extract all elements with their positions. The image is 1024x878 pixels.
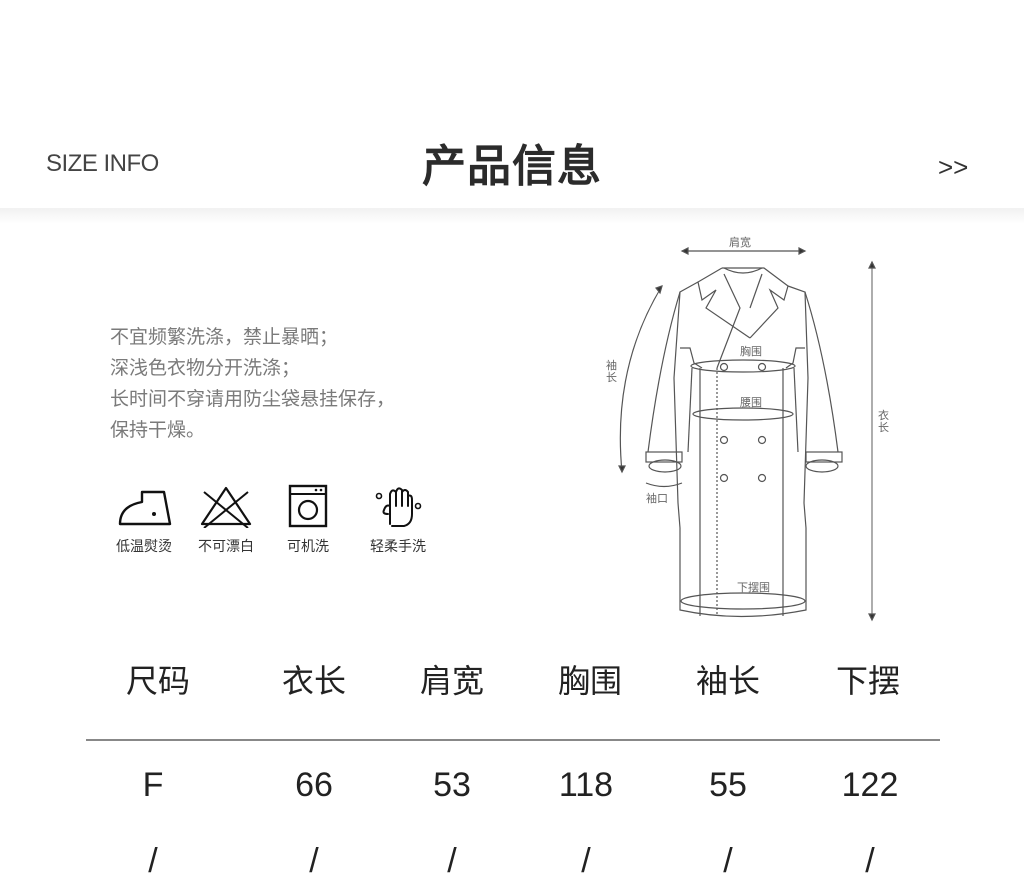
care-label: 轻柔手洗: [370, 539, 426, 555]
care-line: 长时间不穿请用防尘袋悬挂保存，: [110, 388, 396, 410]
cell-sleeve: /: [723, 842, 733, 878]
coat-outline-illustration: [618, 247, 876, 622]
header-size: 尺码: [125, 662, 190, 700]
care-line: 深浅色衣物分开洗涤；: [110, 357, 301, 379]
table-row: F 66 53 118 55 122: [86, 766, 940, 826]
care-line: 不宜频繁洗涤，禁止暴晒；: [110, 326, 339, 348]
care-line: 保持干燥。: [110, 419, 206, 441]
header-shoulder: 肩宽: [419, 662, 484, 700]
care-label: 可机洗: [287, 539, 329, 555]
header-chest: 胸围: [557, 662, 622, 700]
label-chest: 胸围: [740, 345, 762, 358]
hand-wash-icon: [375, 487, 422, 527]
table-header-row: 尺码 衣长 肩宽 胸围 袖长 下摆: [86, 650, 940, 741]
care-item-low-temp-iron: 低温熨烫: [104, 484, 184, 556]
care-icon-row: 低温熨烫 不可漂白 可机洗 轻柔手洗: [104, 484, 444, 574]
header-sleeve: 袖长: [695, 662, 760, 700]
label-sleeve-length: 袖长: [606, 359, 617, 384]
care-instructions: 不宜频繁洗涤，禁止暴晒； 深浅色衣物分开洗涤； 长时间不穿请用防尘袋悬挂保存， …: [110, 322, 395, 446]
cell-size: /: [148, 842, 158, 878]
size-info-label: SIZE INFO: [46, 150, 159, 177]
header-length: 衣长: [281, 662, 346, 700]
coat-measurement-diagram: 肩宽 胸围 腰围 袖长 袖口 下摆围 衣长: [600, 228, 900, 628]
cell-chest: 118: [558, 766, 614, 804]
low-temp-iron-icon: [118, 490, 172, 526]
no-bleach-icon: [200, 486, 252, 528]
header-band: SIZE INFO 产品信息 >>: [0, 0, 1024, 210]
cell-chest: /: [581, 842, 591, 878]
cell-sleeve: 55: [709, 766, 747, 804]
label-length: 衣长: [878, 409, 889, 434]
cell-size: F: [142, 766, 164, 804]
table-divider: [86, 739, 940, 741]
label-cuff: 袖口: [646, 492, 668, 505]
label-waist: 腰围: [740, 396, 762, 409]
care-item-machine-wash: 可机洗: [268, 484, 348, 556]
machine-wash-icon: [288, 484, 328, 528]
care-item-no-bleach: 不可漂白: [186, 484, 266, 556]
cell-shoulder: 53: [433, 766, 471, 804]
cell-hem: 122: [841, 766, 899, 804]
cell-length: 66: [295, 766, 333, 804]
cell-shoulder: /: [447, 842, 457, 878]
label-shoulder-width: 肩宽: [729, 236, 751, 249]
care-label: 不可漂白: [198, 539, 254, 555]
more-link[interactable]: >>: [938, 152, 969, 182]
header-hem: 下摆: [835, 662, 900, 700]
page-title: 产品信息: [422, 141, 602, 192]
care-item-hand-wash: 轻柔手洗: [358, 484, 438, 556]
size-table: 尺码 衣长 肩宽 胸围 袖长 下摆 F 66 53 118 55 122 / /…: [86, 650, 940, 878]
cell-hem: /: [865, 842, 875, 878]
table-row: / / / / / /: [86, 842, 940, 878]
header-divider-shadow: [0, 208, 1024, 224]
care-label: 低温熨烫: [116, 539, 172, 555]
label-hem: 下摆围: [737, 581, 770, 594]
cell-length: /: [309, 842, 319, 878]
